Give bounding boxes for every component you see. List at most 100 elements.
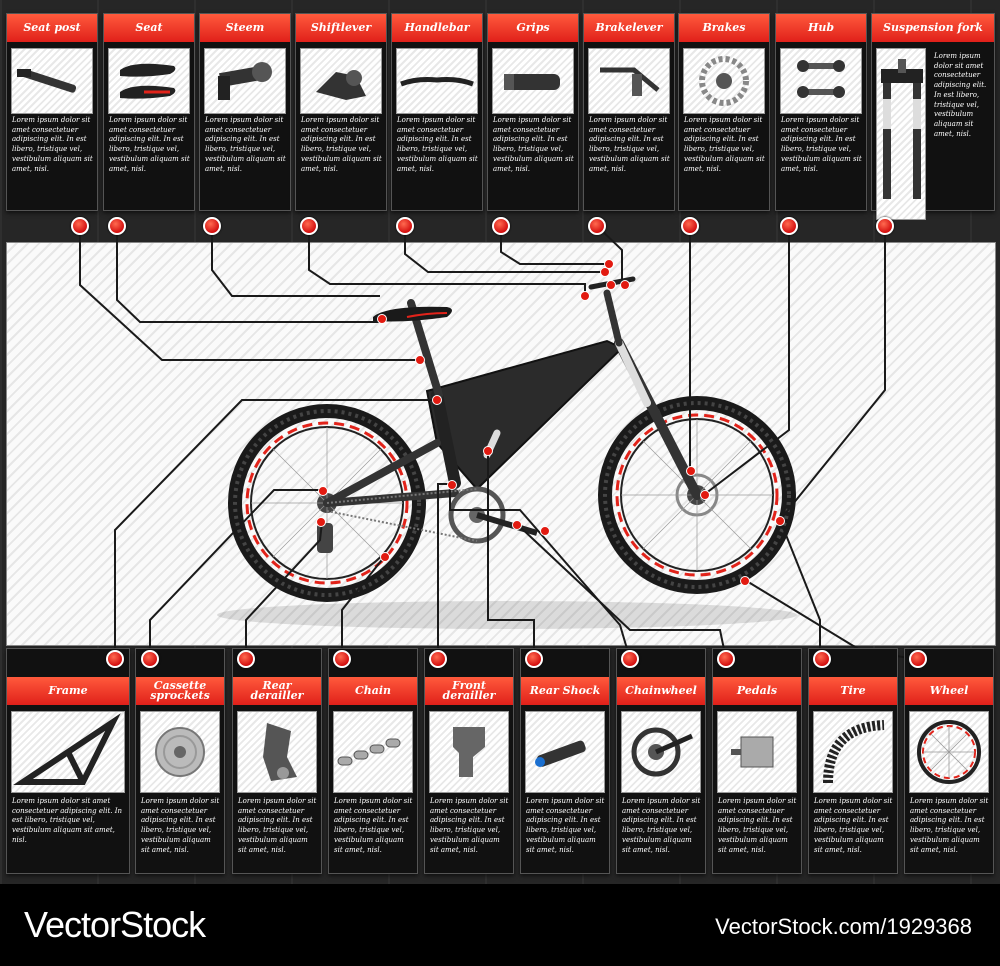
seat-post-icon bbox=[11, 48, 93, 114]
frame-icon bbox=[11, 711, 125, 793]
part-description: Lorem ipsum dolor sit amet consectetuer … bbox=[684, 116, 765, 173]
grips-icon bbox=[492, 48, 574, 114]
tire-icon bbox=[813, 711, 893, 793]
connector-dot bbox=[106, 650, 124, 668]
marker-tire bbox=[775, 516, 785, 526]
part-title: Pedals bbox=[713, 677, 801, 705]
connector-dot bbox=[203, 217, 221, 235]
shiftlever-icon bbox=[300, 48, 382, 114]
marker-cassette bbox=[318, 486, 328, 496]
bike-illustration bbox=[217, 276, 797, 629]
part-title: Shiftlever bbox=[296, 14, 386, 42]
marker-front-derailler bbox=[447, 480, 457, 490]
footer-url: VectorStock.com/1929368 bbox=[715, 914, 972, 939]
connector-dot bbox=[492, 217, 510, 235]
part-description: Lorem ipsum dolor sit amet consectetuer … bbox=[526, 797, 605, 854]
rear-shock-icon bbox=[525, 711, 605, 793]
connector-dot bbox=[909, 650, 927, 668]
part-description: Lorem ipsum dolor sit amet consectetuer … bbox=[12, 116, 93, 173]
part-title: Front derailler bbox=[425, 677, 513, 705]
connector-dot bbox=[621, 650, 639, 668]
part-description: Lorem ipsum dolor sit amet consectetuer … bbox=[205, 116, 286, 173]
part-title: Frame bbox=[7, 677, 129, 705]
connector-dot bbox=[108, 217, 126, 235]
footer-bar: VectorStock VectorStock.com/1929368 bbox=[0, 884, 1000, 966]
front-derailler-icon bbox=[429, 711, 509, 793]
part-title: Hub bbox=[776, 14, 866, 42]
marker-hub bbox=[700, 490, 710, 500]
connector-dot bbox=[300, 217, 318, 235]
part-description: Lorem ipsum dolor sit amet consectetuer … bbox=[301, 116, 382, 173]
part-description: Lorem ipsum dolor sit amet consectetuer … bbox=[589, 116, 670, 173]
rear-derailler-icon bbox=[237, 711, 317, 793]
part-title: Wheel bbox=[905, 677, 993, 705]
part-description: Lorem ipsum dolor sit amet consectetuer … bbox=[334, 797, 413, 854]
part-description: Lorem ipsum dolor sit amet consectetuer … bbox=[493, 116, 574, 173]
marker-brakelever bbox=[620, 280, 630, 290]
connector-dot bbox=[71, 217, 89, 235]
marker-frame bbox=[432, 395, 442, 405]
part-title: Seat bbox=[104, 14, 194, 42]
connector-dot bbox=[237, 650, 255, 668]
seat-icon bbox=[108, 48, 190, 114]
connector-dot bbox=[333, 650, 351, 668]
part-description: Lorem ipsum dolor sit amet consectetuer … bbox=[141, 797, 220, 854]
connector-dot bbox=[717, 650, 735, 668]
brakes-icon bbox=[683, 48, 765, 114]
connector-dot bbox=[141, 650, 159, 668]
part-description: Lorem ipsum dolor sit amet consectetuer … bbox=[397, 116, 478, 173]
part-title: Chain bbox=[329, 677, 417, 705]
part-title: Suspension fork bbox=[872, 14, 994, 42]
connector-dot bbox=[588, 217, 606, 235]
part-title: Grips bbox=[488, 14, 578, 42]
part-description: Lorem ipsum dolor sit amet consectetuer … bbox=[910, 797, 989, 854]
connector-dot bbox=[681, 217, 699, 235]
part-title: Brakelever bbox=[584, 14, 674, 42]
connector-dot bbox=[429, 650, 447, 668]
marker-stem bbox=[580, 291, 590, 301]
connector-dot bbox=[525, 650, 543, 668]
cassette-sprockets-icon bbox=[140, 711, 220, 793]
marker-pedals bbox=[540, 526, 550, 536]
part-description: Lorem ipsum dolor sit amet consectetuer … bbox=[934, 52, 987, 138]
marker-seatpost bbox=[415, 355, 425, 365]
part-description: Lorem ipsum dolor sit amet consectetuer … bbox=[814, 797, 893, 854]
bike-diagram-panel bbox=[6, 242, 996, 646]
pedals-icon bbox=[717, 711, 797, 793]
marker-rear-shock bbox=[483, 446, 493, 456]
wheel-icon bbox=[909, 711, 989, 793]
connector-dot bbox=[876, 217, 894, 235]
marker-wheel bbox=[740, 576, 750, 586]
part-description: Lorem ipsum dolor sit amet consectetuer … bbox=[109, 116, 190, 173]
part-title: Brakes bbox=[679, 14, 769, 42]
marker-chainwheel bbox=[512, 520, 522, 530]
part-description: Lorem ipsum dolor sit amet consectetuer … bbox=[12, 797, 123, 844]
part-description: Lorem ipsum dolor sit amet consectetuer … bbox=[430, 797, 509, 854]
part-title: Handlebar bbox=[392, 14, 482, 42]
part-description: Lorem ipsum dolor sit amet consectetuer … bbox=[622, 797, 701, 854]
connector-dot bbox=[780, 217, 798, 235]
part-title: Cassette sprockets bbox=[136, 677, 224, 705]
hub-icon bbox=[780, 48, 862, 114]
marker-chain bbox=[380, 552, 390, 562]
part-title: Chainwheel bbox=[617, 677, 705, 705]
marker-shiftlever bbox=[606, 280, 616, 290]
handlebar-icon bbox=[396, 48, 478, 114]
